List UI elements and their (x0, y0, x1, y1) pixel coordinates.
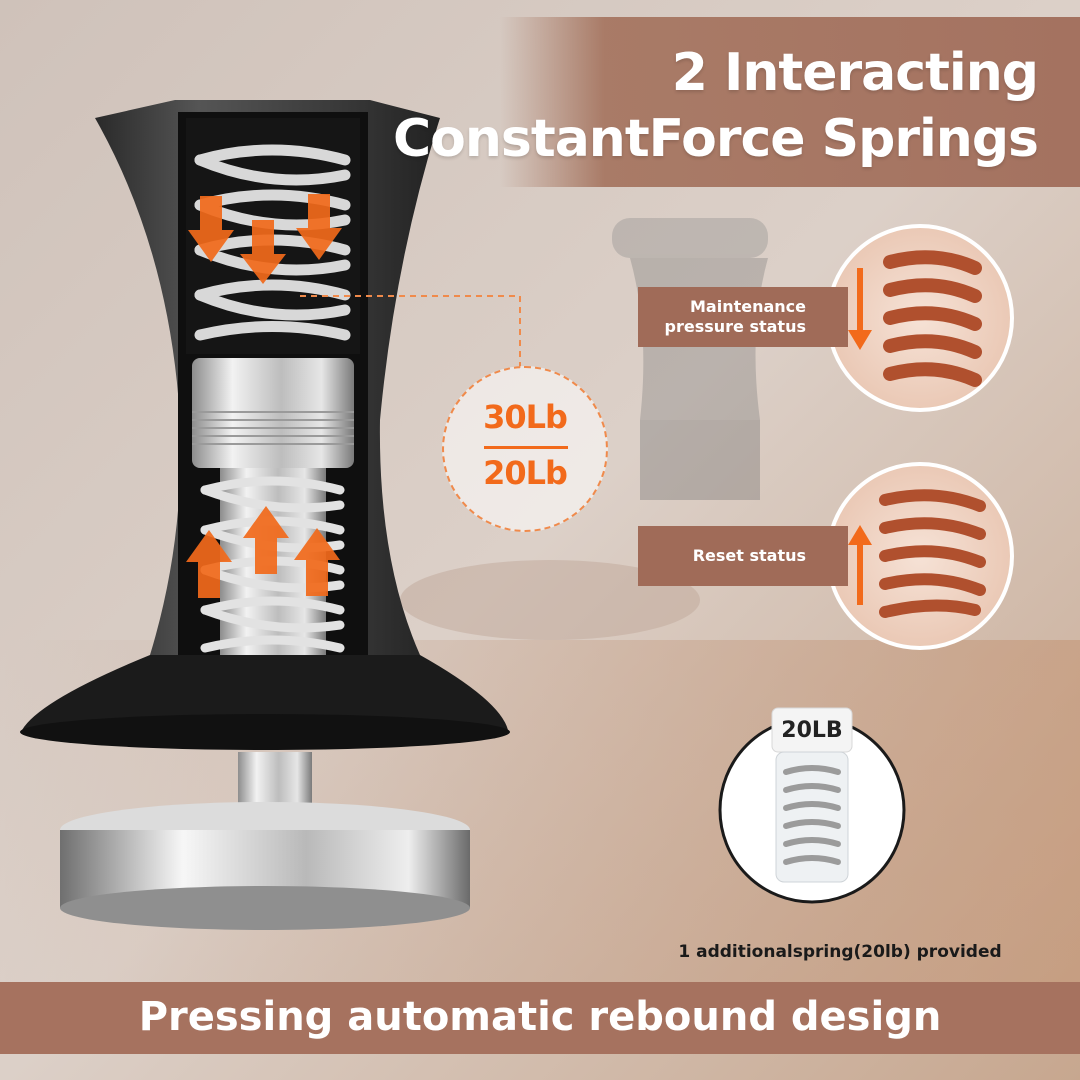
title-banner: 2 Interacting ConstantForce Springs (393, 17, 1080, 187)
spare-jar-body (775, 751, 849, 883)
title-line-2: ConstantForce Springs (393, 109, 1039, 169)
weight-bottom-value: 20Lb (483, 454, 568, 492)
reset-up-arrow-icon (848, 525, 872, 605)
reset-status-label: Reset status (638, 526, 848, 586)
compressed-spring-icon (883, 250, 982, 387)
weight-badge: 30Lb 20Lb (442, 366, 608, 532)
spare-jar-label: 20LB (781, 718, 843, 743)
maintenance-down-arrow-icon (848, 268, 872, 350)
footer-text: Pressing automatic rebound design (138, 994, 942, 1040)
callout-leader (300, 295, 521, 368)
title-line-1: 2 Interacting (671, 43, 1039, 103)
weight-top-value: 30Lb (483, 398, 568, 436)
spare-spring-caption: 1 additionalspring(20lb) provided (678, 942, 1002, 962)
weight-divider (484, 446, 568, 449)
rebound-up-arrow-icon (186, 506, 340, 598)
maintenance-status-label: Maintenance pressure status (638, 287, 848, 347)
spare-spring-icon (783, 765, 841, 865)
extended-spring-icon (879, 489, 986, 618)
footer-banner: Pressing automatic rebound design (0, 982, 1080, 1054)
pressure-down-arrow-icon (188, 194, 342, 284)
